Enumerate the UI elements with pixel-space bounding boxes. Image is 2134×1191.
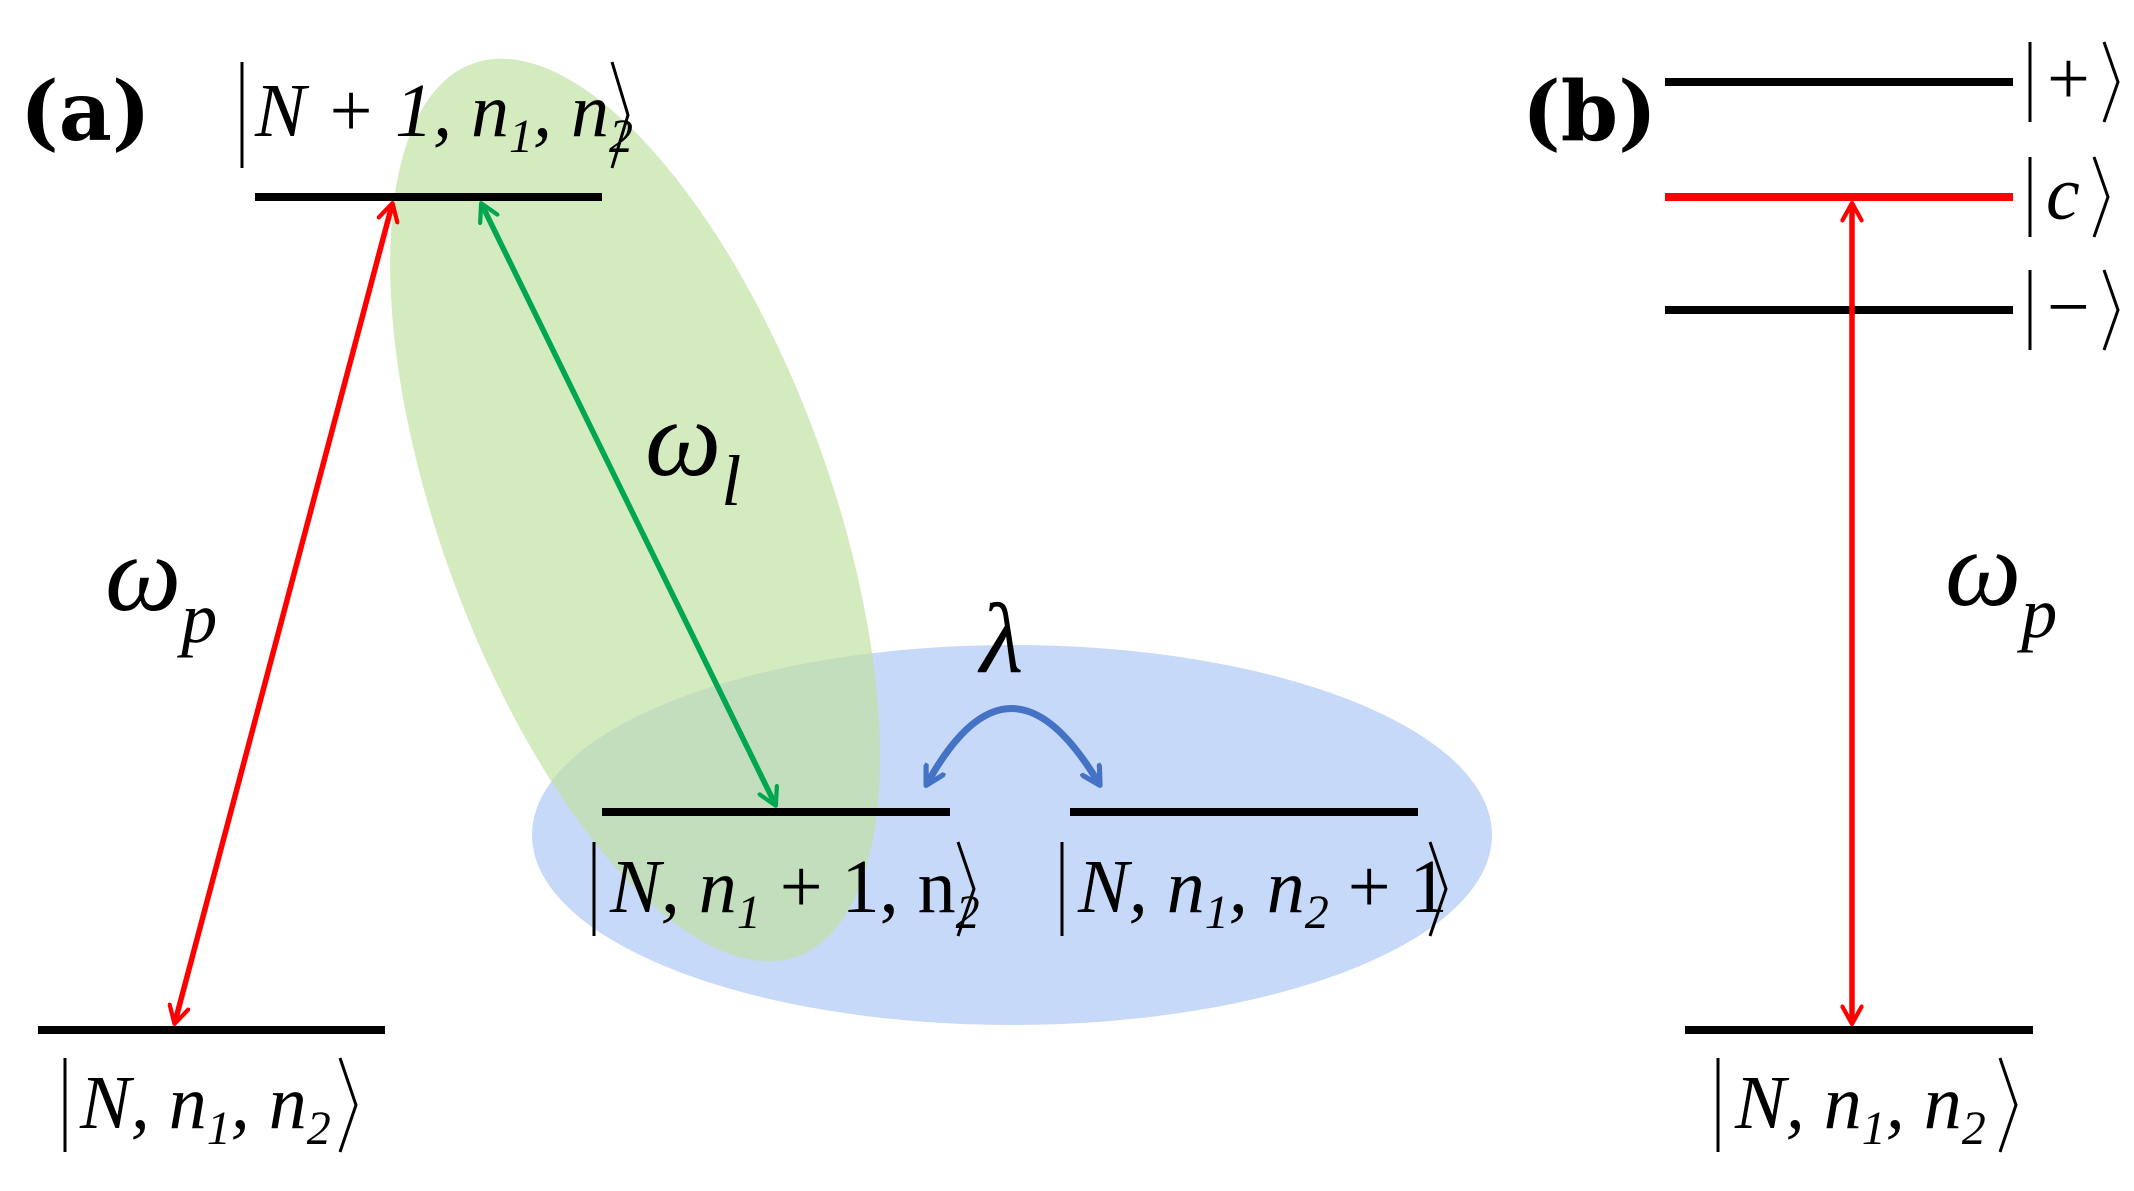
svg-text:c: c bbox=[2046, 152, 2080, 236]
coupling-arrow bbox=[482, 205, 775, 804]
svg-text:N + 1, n1, n2: N + 1, n1, n2 bbox=[254, 69, 633, 163]
exchange-arrow bbox=[928, 705, 1098, 783]
svg-text:N, n1, n2: N, n1, n2 bbox=[1734, 1061, 1986, 1155]
ground-state-ket-b: N, n1, n2 bbox=[1716, 1057, 2018, 1155]
ground-state-ket-a: N, n1, n2 bbox=[63, 1057, 358, 1155]
omega-l-label: ωl bbox=[645, 380, 741, 521]
svg-text:N, n1 + 1, n2: N, n1 + 1, n2 bbox=[609, 845, 980, 939]
svg-text:−: − bbox=[2047, 265, 2090, 349]
lambda-label: λ bbox=[977, 583, 1023, 694]
omega-p-label-a: ωp bbox=[105, 515, 217, 658]
excited-state-ket: N + 1, n1, n2 bbox=[240, 61, 633, 169]
mode1-state-ket: N, n1 + 1, n2 bbox=[592, 841, 980, 939]
svg-text:+: + bbox=[2047, 37, 2090, 121]
plus-state-ket: + bbox=[2028, 37, 2120, 123]
c-state-ket: c bbox=[2028, 152, 2110, 238]
panel-b-label: (b) bbox=[1522, 64, 1657, 160]
svg-text:N, n1, n2: N, n1, n2 bbox=[79, 1061, 331, 1155]
pump-arrow-a bbox=[175, 205, 392, 1022]
mode2-state-ket: N, n1, n2 + 1 bbox=[1060, 841, 1448, 939]
minus-state-ket: − bbox=[2028, 265, 2120, 351]
omega-p-label-b: ωp bbox=[1945, 510, 2057, 653]
panel-a-label: (a) bbox=[20, 64, 151, 160]
svg-text:N, n1, n2 + 1: N, n1, n2 + 1 bbox=[1077, 845, 1448, 939]
